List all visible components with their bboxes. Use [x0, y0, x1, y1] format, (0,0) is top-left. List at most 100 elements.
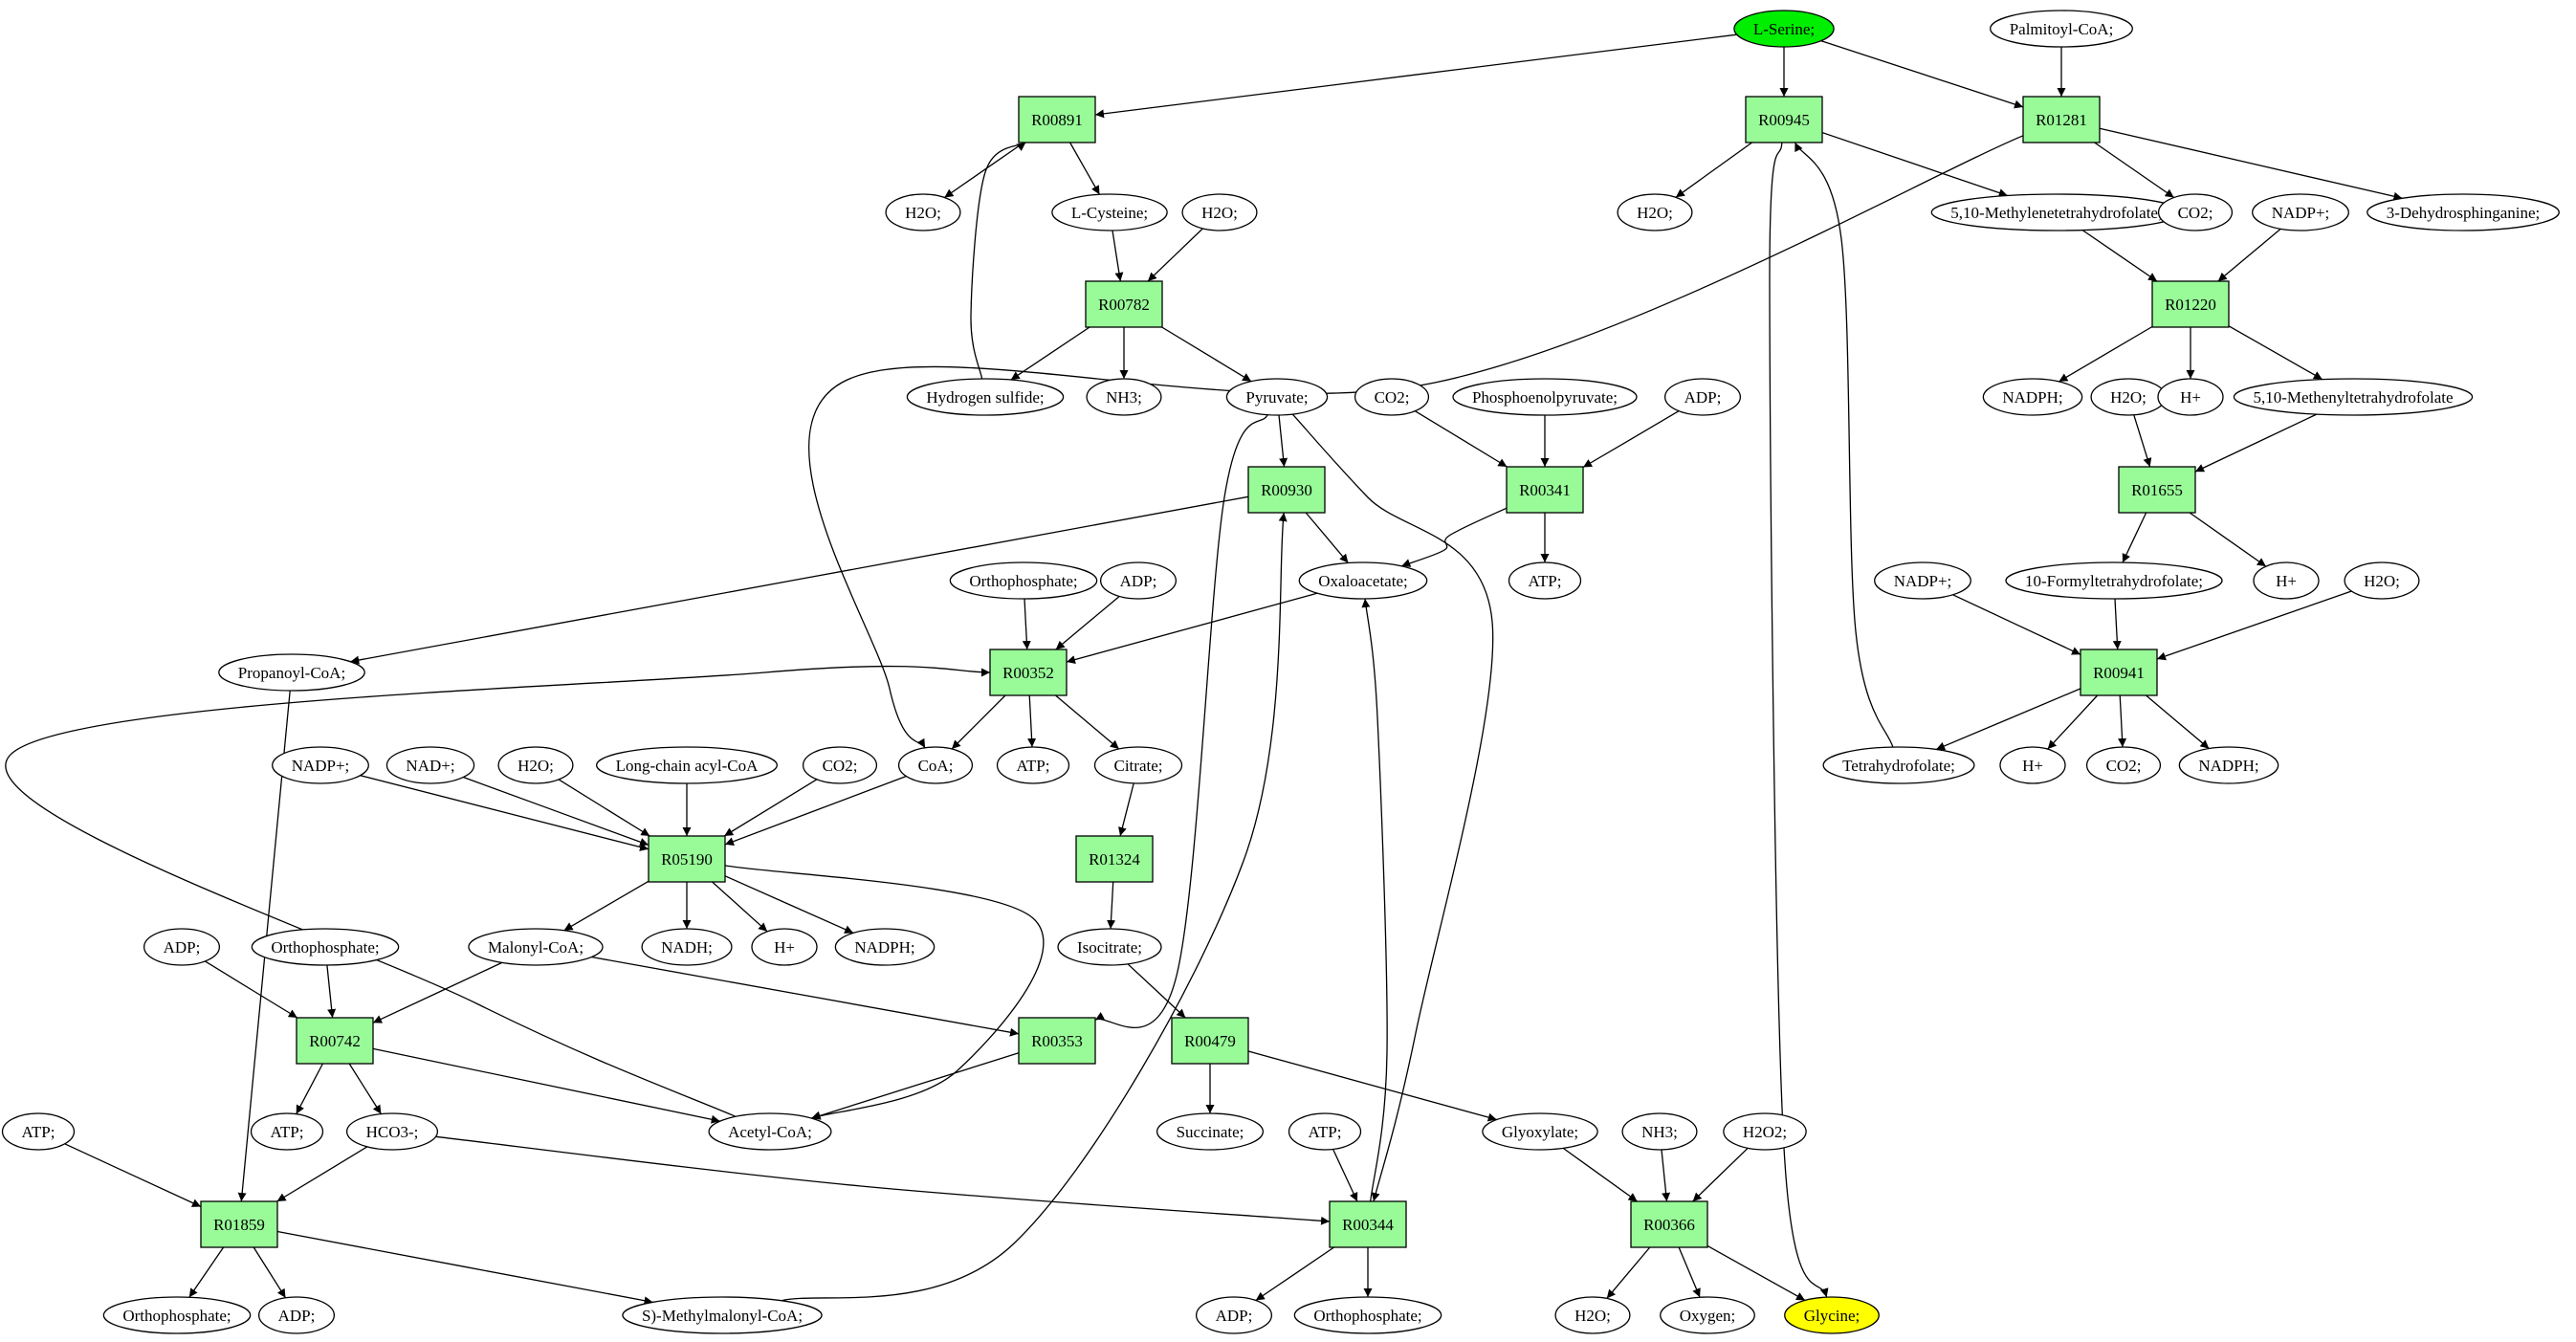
compound-ellipse [595, 746, 779, 784]
node-label: R01655 [2131, 481, 2183, 499]
node-label: ATP; [1017, 757, 1050, 775]
compound-ellipse [1982, 378, 2083, 416]
node-label: H2O; [517, 757, 554, 775]
compound-node-pyruvate: Pyruvate; [1225, 378, 1329, 416]
edge-R00782-to-h2s [1010, 326, 1090, 381]
node-label: H2O; [1637, 204, 1673, 222]
edge-R00945-to-glycine [1769, 142, 1829, 1298]
edge-nadp_1-to-R01220 [2217, 228, 2281, 282]
edge-co2_3-to-R05190 [723, 779, 818, 837]
compound-node-h2o2: H2O2; [1723, 1112, 1807, 1151]
node-label: Oxygen; [1680, 1307, 1736, 1325]
edge-R01281-to-dehydrosph [2099, 127, 2403, 201]
compound-node-thf: Tetrahydrofolate; [1822, 746, 1975, 784]
reaction-node-R00945: R00945 [1745, 96, 1823, 143]
compound-node-adp_2: ADP; [1099, 561, 1178, 600]
compound-ellipse [1156, 1112, 1265, 1151]
edge-R00344-to-oxaloacetate [1361, 598, 1388, 1202]
compound-node-orthophos_1: Orthophosphate; [949, 561, 1098, 600]
compound-ellipse [1617, 193, 1693, 231]
node-label: R00344 [1342, 1216, 1394, 1234]
node-label: CO2; [2106, 757, 2142, 775]
edge-R05190-to-malonylcoa [563, 880, 650, 932]
edge-methylenethf-to-R01220 [2081, 230, 2158, 282]
compound-node-co2_1: CO2; [2157, 193, 2234, 231]
compound-node-co2_2: CO2; [1354, 378, 1430, 416]
node-label: Citrate; [1114, 757, 1163, 775]
compound-ellipse [251, 928, 400, 966]
node-label: ATP; [1529, 572, 1562, 590]
compound-node-lcysteine: L-Cysteine; [1051, 193, 1168, 231]
compound-node-co2_4: CO2; [2085, 746, 2162, 784]
compound-ellipse [497, 746, 574, 784]
node-label: R00941 [2093, 664, 2145, 682]
compound-node-hplus_1: H+ [2157, 378, 2224, 416]
compound-ellipse [1293, 1296, 1442, 1334]
compound-ellipse [834, 928, 936, 966]
edge-pyruvate-to-R00353 [1094, 414, 1268, 1028]
edge-R01220-to-methenylthf [2228, 325, 2323, 381]
reaction-node-R00782: R00782 [1085, 280, 1163, 328]
edge-coa-to-R05190 [724, 775, 907, 846]
compound-ellipse [1999, 746, 2066, 784]
node-label: 5,10-Methylenetetrahydrofolate; [1950, 204, 2162, 222]
reaction-node-R00366: R00366 [1630, 1200, 1708, 1248]
compound-ellipse [1452, 378, 1638, 416]
node-label: Orthophosphate; [1313, 1307, 1421, 1325]
node-label: Tetrahydrofolate; [1842, 757, 1955, 775]
compound-node-adp_1: ADP; [1663, 378, 1742, 416]
node-label: HCO3-; [366, 1123, 419, 1141]
edge-lserine-to-R00891 [1094, 33, 1737, 119]
compound-ellipse [906, 378, 1065, 416]
node-label: R01859 [213, 1216, 265, 1234]
node-label: R00479 [1184, 1032, 1236, 1050]
edge-R00344-to-adp_5 [1255, 1246, 1334, 1302]
edge-R00366-to-h2o_7 [1606, 1246, 1651, 1299]
compound-ellipse [1099, 561, 1178, 600]
compound-node-atp_4: ATP; [1, 1112, 76, 1151]
node-label: CO2; [823, 757, 858, 775]
node-label: Orthophosphate; [122, 1307, 231, 1325]
node-label: NH3; [1641, 1123, 1678, 1141]
compound-ellipse [468, 928, 604, 966]
reaction-node-R01655: R01655 [2118, 466, 2196, 514]
reaction-node-R00930: R00930 [1247, 466, 1326, 514]
edge-nadp_3-to-R05190 [360, 775, 650, 851]
compound-node-h2o_4: H2O; [2090, 378, 2167, 416]
edge-R00891-to-h2o_1 [944, 142, 1024, 199]
edge-nh3_2-to-R00366 [1661, 1149, 1671, 1202]
node-label: Palmitoyl-CoA; [2010, 20, 2114, 38]
compound-node-nadp_1: NADP+; [2252, 193, 2349, 231]
edge-orthophos_2-to-R00742 [326, 964, 337, 1019]
edge-R05190-to-nadph_3 [724, 875, 854, 934]
node-label: ADP; [1216, 1307, 1253, 1325]
reaction-node-R00344: R00344 [1329, 1200, 1407, 1248]
edge-R00352-to-coa [951, 694, 1006, 750]
compound-ellipse [250, 1112, 324, 1151]
node-label: NADH; [661, 938, 713, 957]
node-label: L-Serine; [1753, 20, 1815, 38]
compound-node-propanoylcoa: Propanoyl-CoA; [218, 653, 365, 692]
compound-node-co2_3: CO2; [802, 746, 878, 784]
edge-R01859-to-adp_4 [253, 1246, 287, 1299]
compound-node-orthophos_3: Orthophosphate; [102, 1296, 252, 1334]
compound-node-oxaloacetate: Oxaloacetate; [1298, 561, 1428, 600]
edge-R00941-to-hplus_3 [2047, 694, 2099, 750]
node-label: H2O; [2110, 388, 2147, 407]
node-label: H+ [2276, 572, 2297, 590]
node-label: Hydrogen sulfide; [926, 388, 1044, 407]
reaction-node-R00941: R00941 [2080, 649, 2158, 696]
reaction-box [1085, 280, 1163, 328]
compound-node-atp_2: ATP; [996, 746, 1070, 784]
edge-nadp_2-to-R00941 [1952, 594, 2081, 655]
edge-R01220-to-nadph_1 [2059, 325, 2153, 383]
node-label: Isocitrate; [1077, 938, 1142, 957]
node-label: H+ [2022, 757, 2043, 775]
node-label: ATP; [271, 1123, 304, 1141]
edge-h2o_2-to-R00782 [1147, 228, 1203, 282]
node-label: R00891 [1031, 111, 1083, 129]
node-label: Phosphoenolpyruvate; [1472, 388, 1618, 407]
compound-node-nh3_2: NH3; [1621, 1112, 1698, 1151]
compound-node-h2s: Hydrogen sulfide; [906, 378, 1065, 416]
